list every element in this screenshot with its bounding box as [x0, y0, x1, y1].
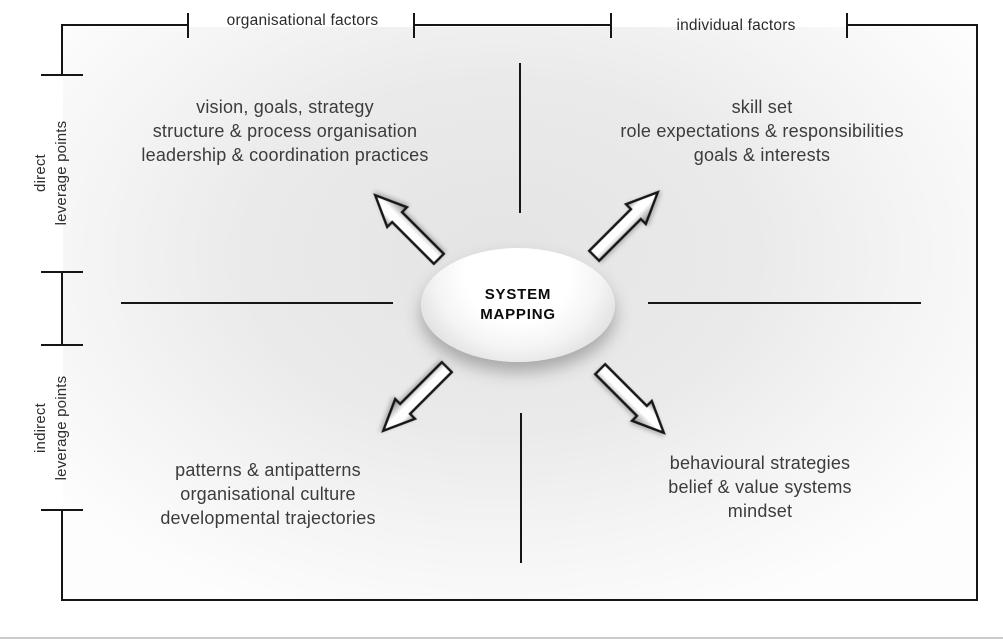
top-axis-tick [413, 13, 415, 38]
top-axis-line-segment [414, 24, 611, 26]
quadrant-line: behavioural strategies [669, 453, 851, 473]
quadrant-line: leadership & coordination practices [141, 145, 429, 165]
quadrant-top-left-text: vision, goals, strategy structure & proc… [95, 95, 475, 167]
axis-label-line: leverage points [53, 120, 70, 226]
vertical-divider-bottom [520, 413, 522, 563]
quadrant-line: mindset [727, 501, 793, 521]
system-mapping-ellipse: SYSTEM MAPPING [421, 248, 615, 362]
arrow-up-left-icon [373, 193, 446, 266]
center-title-line: SYSTEM [484, 286, 552, 303]
center-title-line: MAPPING [480, 306, 556, 323]
page-bottom-separator [0, 637, 1003, 639]
axis-label-organisational-factors: organisational factors [226, 12, 379, 29]
top-axis-tick [846, 13, 848, 38]
quadrant-line: patterns & antipatterns [175, 460, 361, 480]
frame-right-line [976, 24, 978, 601]
axis-label-line: direct [32, 154, 49, 192]
top-axis-tick [187, 13, 189, 38]
quadrant-top-right-text: skill set role expectations & responsibi… [572, 95, 952, 167]
quadrant-line: role expectations & responsibilities [620, 121, 904, 141]
quadrant-line: goals & interests [693, 145, 831, 165]
quadrant-line: skill set [731, 97, 793, 117]
quadrant-bottom-right-text: behavioural strategies belief & value sy… [570, 451, 950, 523]
quadrant-line: structure & process organisation [152, 121, 418, 141]
horizontal-divider-right [648, 302, 921, 304]
arrow-down-left-icon [381, 360, 454, 433]
arrow-up-right-icon [587, 190, 660, 263]
horizontal-divider-left [121, 302, 393, 304]
left-axis-tick [41, 509, 83, 511]
axis-label-individual-factors: individual factors [676, 17, 796, 34]
axis-label-direct-leverage-points: direct leverage points [30, 88, 74, 258]
top-axis-tick [610, 13, 612, 38]
top-axis-line-segment [61, 24, 189, 26]
left-axis-line-segment [61, 510, 63, 601]
axis-label-line: leverage points [53, 375, 70, 481]
quadrant-line: developmental trajectories [160, 508, 376, 528]
left-axis-tick [41, 344, 83, 346]
quadrant-line: belief & value systems [668, 477, 852, 497]
arrow-down-right-icon [593, 362, 666, 435]
left-axis-line-segment [61, 272, 63, 346]
left-axis-tick [41, 271, 83, 273]
axis-label-line: indirect [32, 403, 49, 453]
vertical-divider-top [519, 63, 521, 213]
quadrant-bottom-left-text: patterns & antipatterns organisational c… [78, 458, 458, 530]
frame-bottom-line [61, 599, 978, 601]
quadrant-line: organisational culture [180, 484, 356, 504]
left-axis-line-segment [61, 24, 63, 76]
top-axis-line-segment [847, 24, 978, 26]
quadrant-line: vision, goals, strategy [196, 97, 374, 117]
left-axis-tick [41, 74, 83, 76]
axis-label-indirect-leverage-points: indirect leverage points [30, 343, 74, 513]
